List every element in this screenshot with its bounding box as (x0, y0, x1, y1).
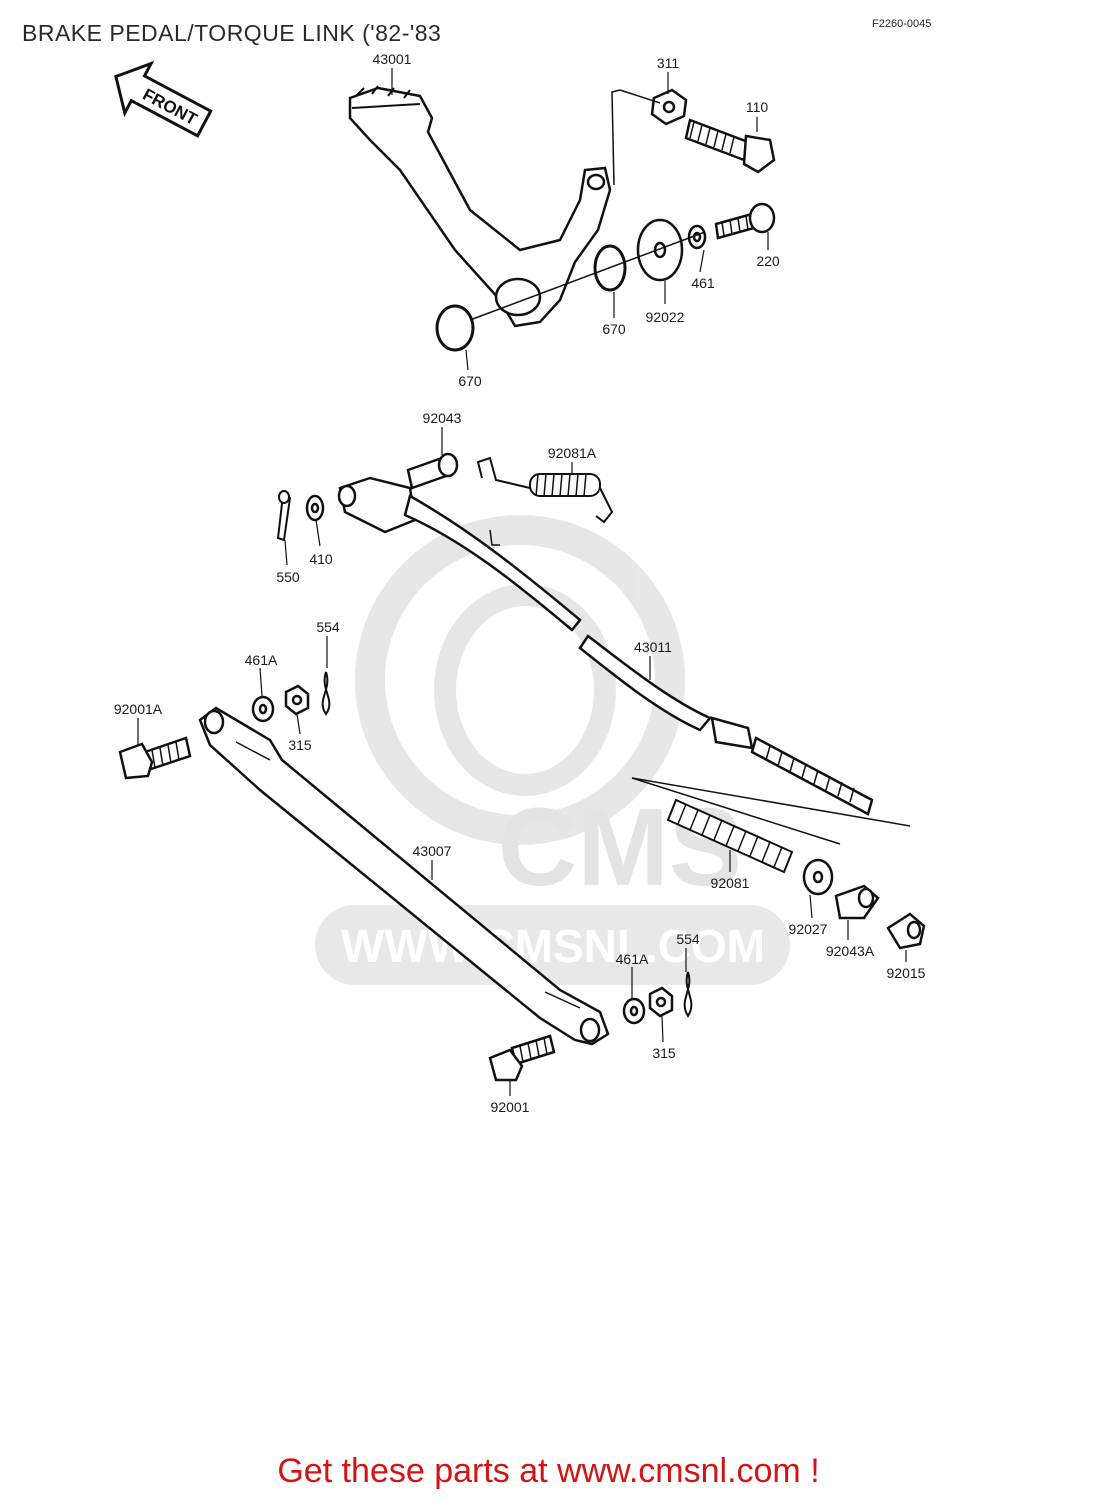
callout-92001A: 92001A (114, 701, 163, 717)
joint-92043A (834, 884, 880, 920)
callout-43011: 43011 (634, 639, 672, 655)
circlip-670-upper (593, 244, 627, 292)
callout-670-lower: 670 (458, 373, 482, 389)
circlip-670-lower (435, 304, 475, 352)
pin-92043 (406, 452, 459, 490)
callout-315-upper: 315 (288, 737, 312, 753)
callout-461: 461 (691, 275, 715, 291)
brake-pedal (348, 85, 612, 328)
callout-43007: 43007 (413, 843, 452, 859)
callout-92027: 92027 (789, 921, 828, 937)
page-title: BRAKE PEDAL/TORQUE LINK ('82-'83 (22, 20, 442, 46)
nut-315-upper (284, 684, 310, 716)
diagram-code: F2260-0045 (872, 18, 932, 30)
callout-410: 410 (309, 551, 333, 567)
cotter-pin-550 (276, 490, 292, 542)
nut-92015 (886, 912, 926, 950)
clip-554-upper (321, 671, 331, 716)
brake-rod-43011 (337, 476, 874, 816)
nut-315-lower (648, 986, 674, 1018)
front-arrow-icon: FRONT (114, 60, 213, 138)
callout-92043A: 92043A (826, 943, 875, 959)
spring-92081 (666, 798, 794, 874)
bolt-92001A (118, 736, 192, 780)
callout-43001: 43001 (373, 51, 412, 67)
bolt-220 (714, 202, 776, 240)
nut-311 (650, 88, 688, 126)
callout-92081: 92081 (711, 875, 750, 891)
callouts: 43001 311 110 220 461 92022 670 670 9204… (114, 51, 926, 1115)
callout-92001: 92001 (491, 1099, 530, 1115)
callout-92081A: 92081A (548, 445, 597, 461)
watermark-url: WWW.CMSNL.COM (341, 920, 765, 972)
leader-lines (137, 68, 907, 1096)
clip-554-lower (683, 971, 693, 1018)
washer-92022 (636, 218, 684, 282)
get-parts-link[interactable]: Get these parts at www.cmsnl.com ! (277, 1452, 820, 1490)
spring-92081A (476, 456, 614, 524)
callout-220: 220 (756, 253, 780, 269)
washer-461 (687, 224, 707, 250)
watermark-logo: CMS (498, 786, 742, 909)
washer-410 (305, 494, 325, 522)
bolt-92001 (488, 1034, 556, 1082)
callout-550: 550 (276, 569, 300, 585)
washer-92027 (802, 858, 834, 896)
parts-diagram: CMS WWW.CMSNL.COM FRONT (114, 51, 926, 1115)
callout-92043: 92043 (423, 410, 462, 426)
washer-461A-lower (622, 997, 646, 1025)
washer-461A-upper (251, 695, 275, 723)
callout-461A-lower: 461A (616, 951, 649, 967)
callout-461A-upper: 461A (245, 652, 278, 668)
callout-670-upper: 670 (602, 321, 626, 337)
callout-110: 110 (746, 99, 769, 115)
watermark: CMS WWW.CMSNL.COM (315, 515, 790, 985)
callout-311: 311 (657, 55, 680, 71)
callout-92022: 92022 (646, 309, 685, 325)
callout-554-lower: 554 (676, 931, 700, 947)
callout-554-upper: 554 (316, 619, 340, 635)
callout-92015: 92015 (887, 965, 926, 981)
callout-315-lower: 315 (652, 1045, 676, 1061)
torque-link-43007 (198, 706, 610, 1046)
bolt-110 (684, 118, 776, 174)
